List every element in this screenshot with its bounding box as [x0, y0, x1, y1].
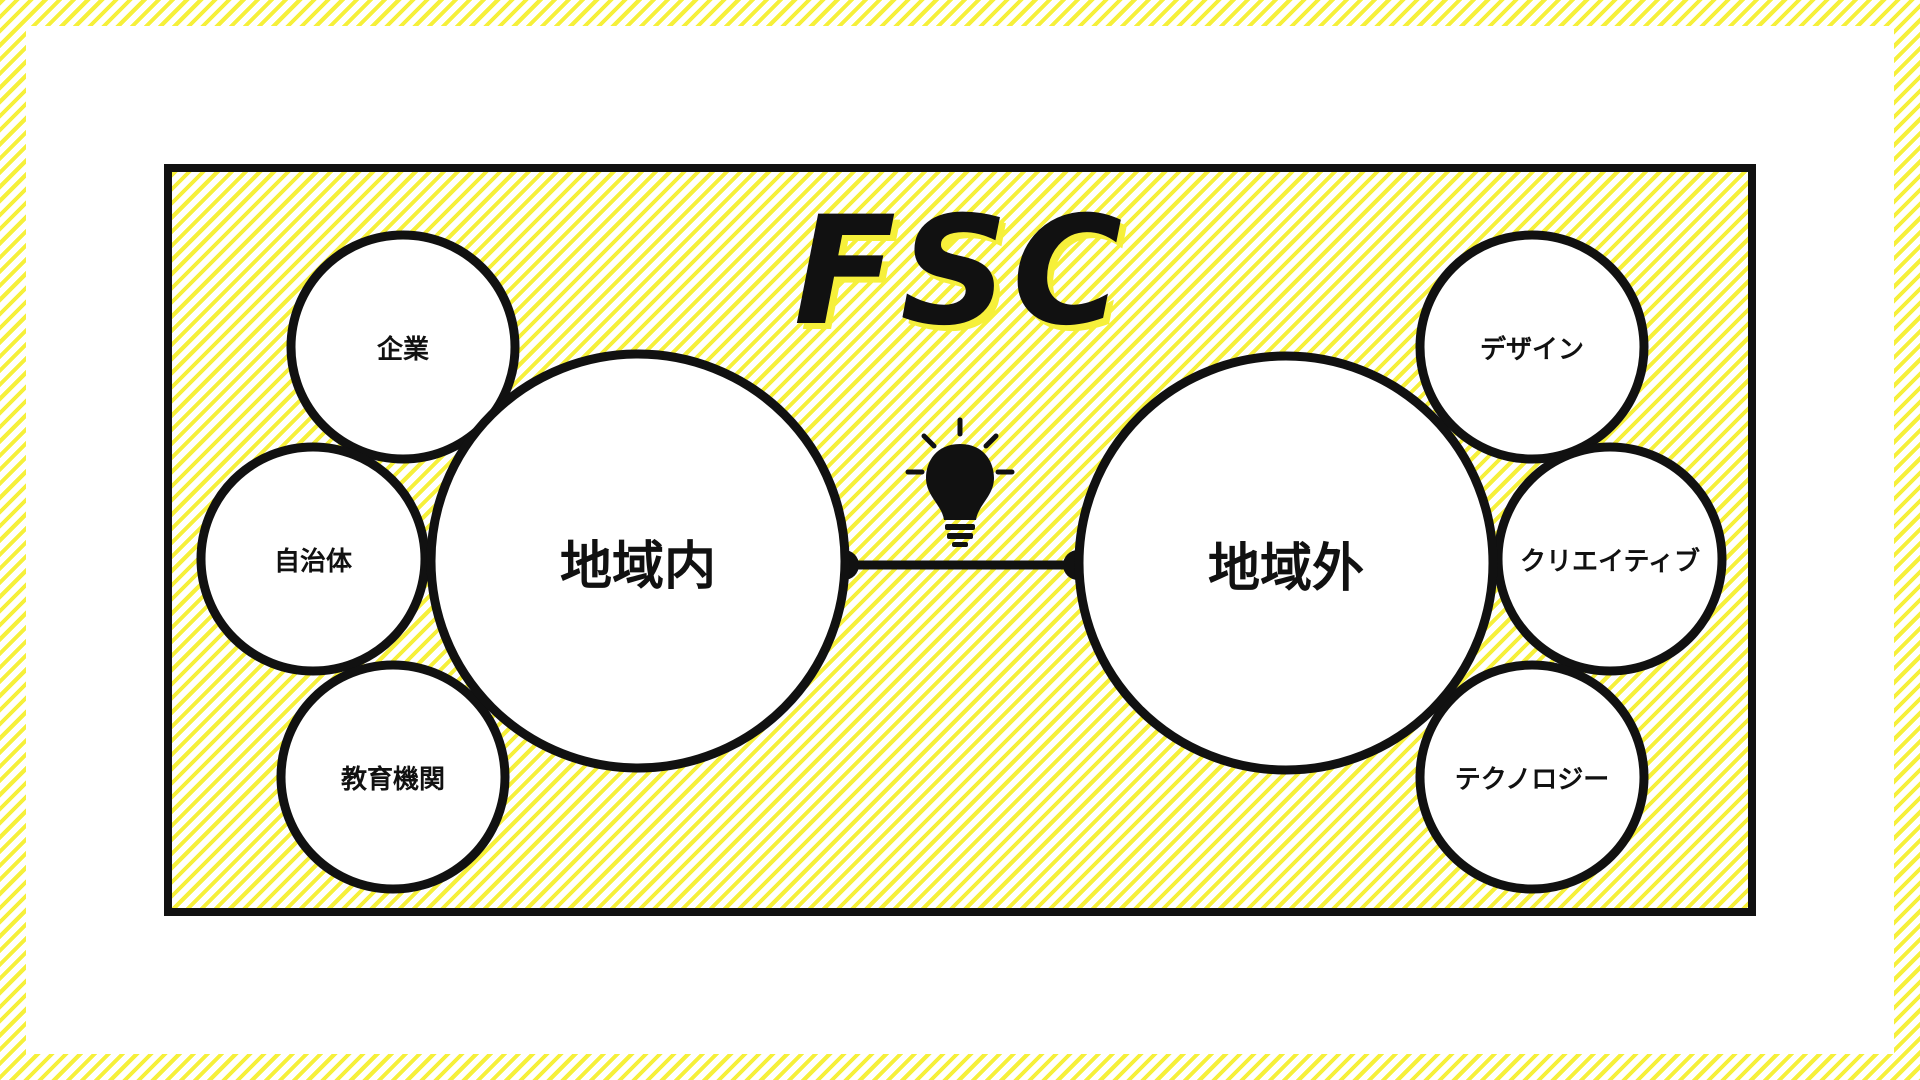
- diagram-title: FSC: [793, 185, 1127, 359]
- node-circle-design: [1415, 230, 1649, 464]
- node-circle-creative: [1493, 442, 1727, 676]
- node-label-outside: 地域外: [1207, 538, 1364, 599]
- node-circle-outside: [1074, 351, 1498, 775]
- node-circle-inside: [426, 349, 850, 773]
- node-label-municipality: 自治体: [273, 546, 352, 577]
- node-label-education: 教育機関: [340, 764, 445, 795]
- node-label-creative: クリエイティブ: [1520, 546, 1700, 577]
- node-label-technology: テクノロジー: [1454, 764, 1610, 795]
- node-label-design: デザイン: [1479, 334, 1584, 365]
- node-circle-technology: [1415, 660, 1649, 894]
- node-label-company: 企業: [376, 334, 429, 365]
- node-label-inside: 地域内: [559, 536, 716, 597]
- node-circle-company: [286, 230, 520, 464]
- lightbulb-icon: [905, 417, 1015, 547]
- node-circle-education: [276, 660, 510, 894]
- node-circle-municipality: [196, 442, 430, 676]
